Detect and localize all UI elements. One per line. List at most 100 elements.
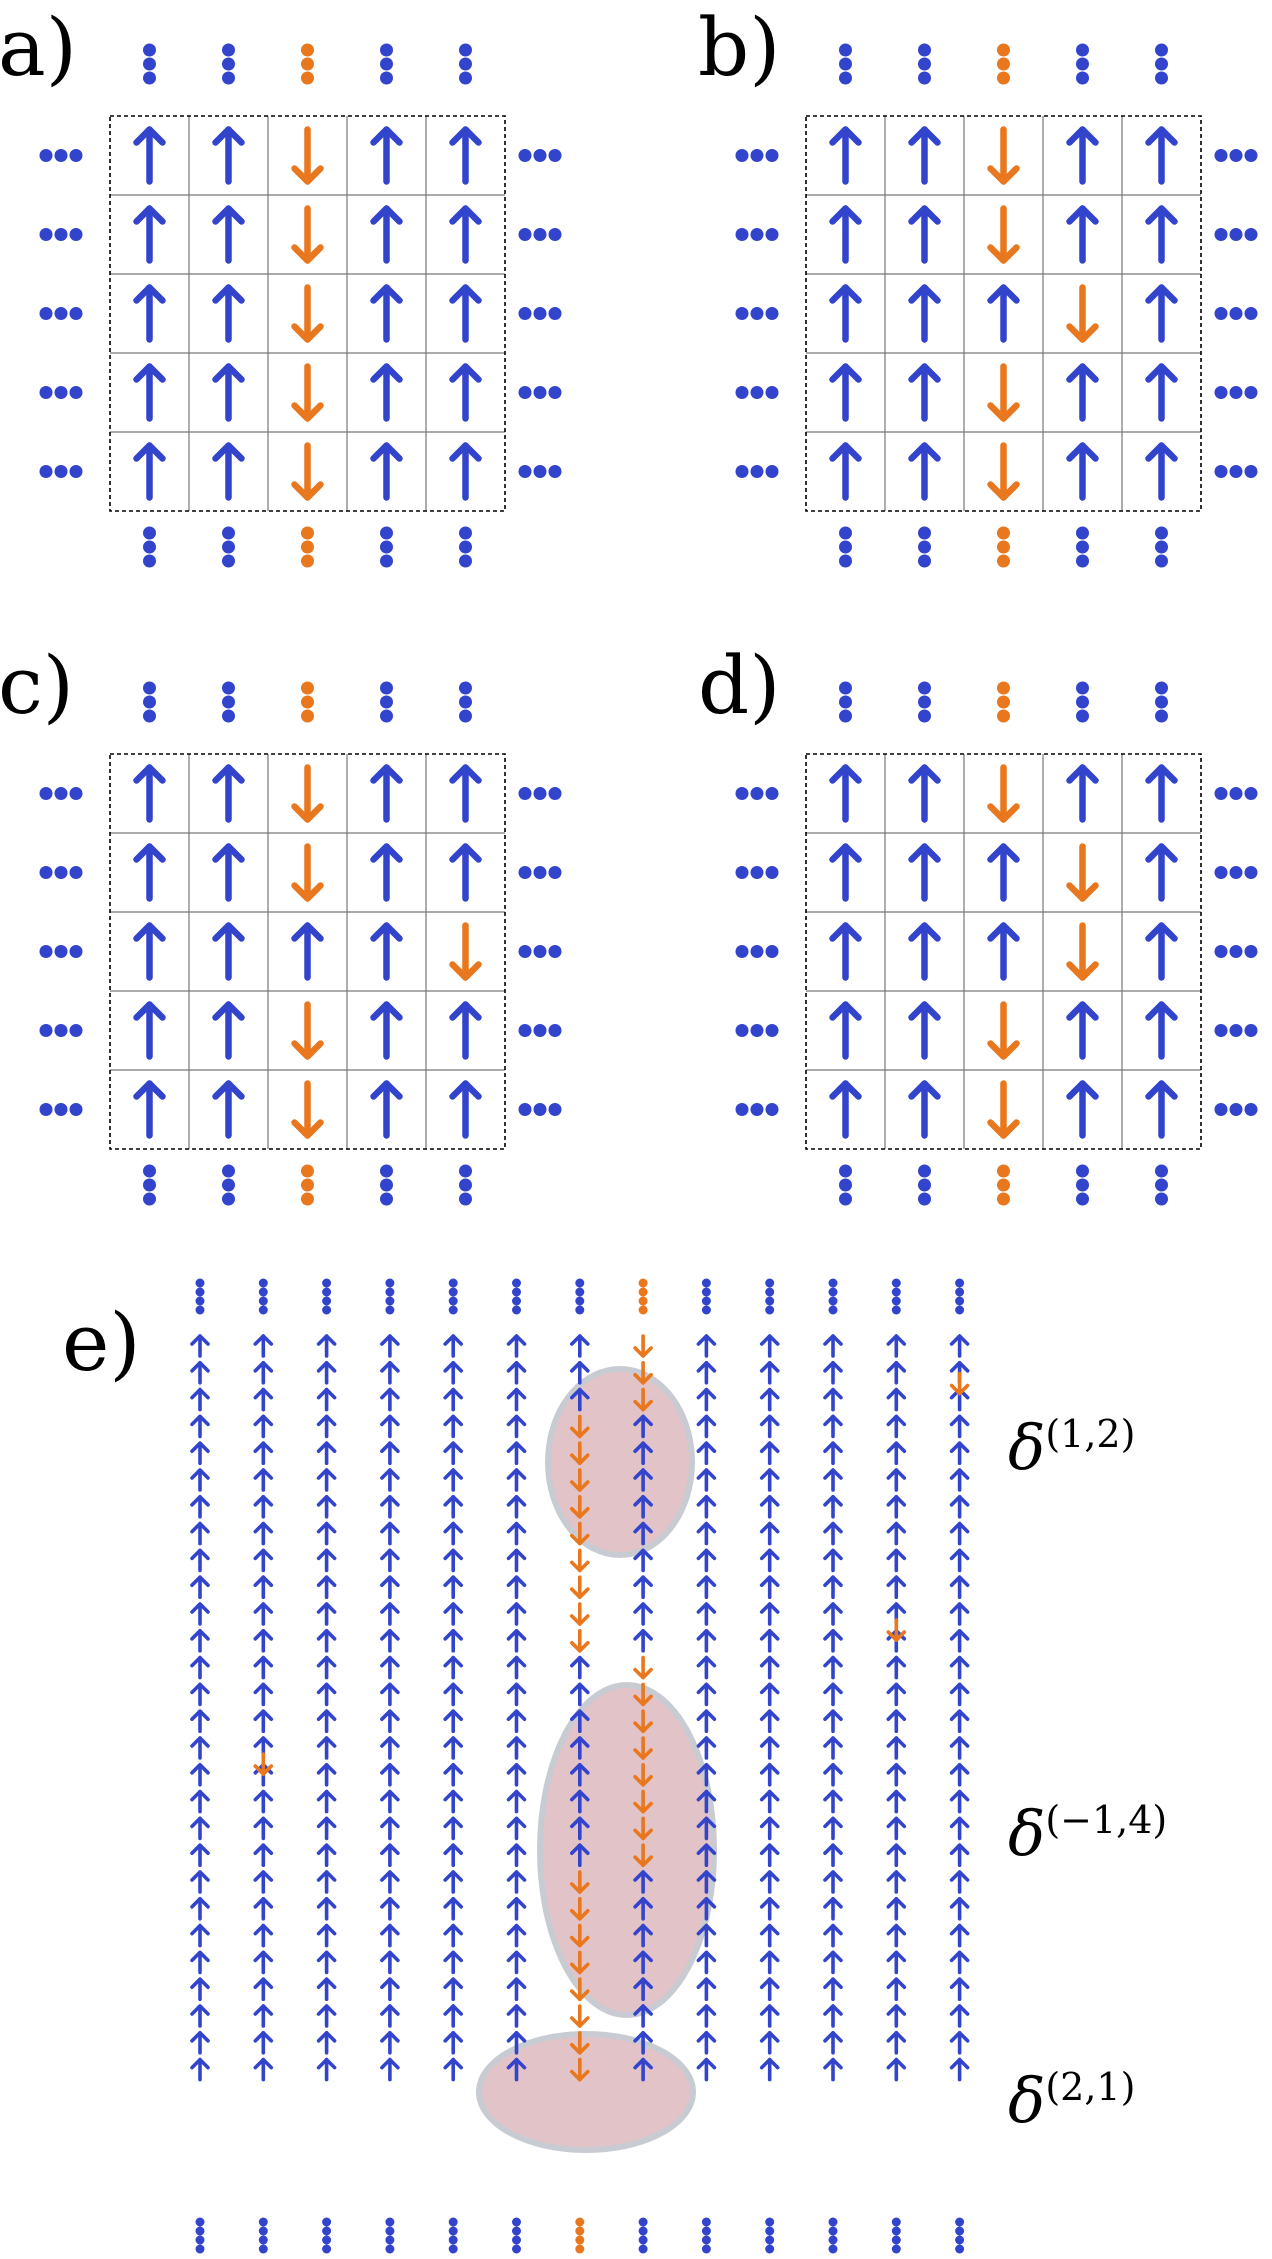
spin-up-arrow — [886, 1468, 907, 1492]
spin-up-arrow — [908, 126, 941, 185]
chain-continuation-dots — [258, 1278, 268, 1315]
spin-up-arrow — [949, 1763, 970, 1787]
spin-up-arrow — [506, 1495, 527, 1519]
spin-up-arrow — [949, 1843, 970, 1867]
periodic-continuation-dots — [518, 866, 562, 879]
periodic-continuation-dots — [918, 526, 931, 568]
spin-up-arrow — [370, 764, 403, 823]
spin-up-arrow — [190, 1950, 210, 1975]
spin-up-arrow — [908, 284, 941, 343]
periodic-continuation-dots — [301, 1164, 314, 1206]
spin-up-arrow — [759, 1334, 780, 1358]
spin-up-arrow — [886, 1843, 907, 1867]
periodic-continuation-dots — [735, 1024, 779, 1037]
spin-up-arrow — [759, 1655, 780, 1680]
periodic-continuation-dots — [997, 43, 1010, 85]
spin-up-arrow — [949, 1950, 970, 1975]
spin-up-arrow — [190, 1334, 210, 1358]
spin-up-arrow — [1066, 1001, 1099, 1060]
spin-up-arrow — [253, 1629, 274, 1653]
spin-up-arrow — [370, 843, 403, 902]
spin-up-arrow — [886, 2057, 907, 2082]
spin-up-arrow — [886, 1655, 907, 1680]
spin-up-arrow — [212, 1001, 245, 1060]
spin-up-arrow — [253, 1843, 274, 1867]
spin-up-arrow — [696, 1414, 717, 1439]
chain-continuation-dots — [638, 1278, 648, 1315]
spin-up-arrow — [506, 1334, 527, 1358]
spin-up-arrow — [949, 1468, 970, 1492]
spin-down-arrow — [633, 1843, 653, 1867]
spin-up-arrow — [759, 1763, 780, 1787]
spin-up-arrow — [886, 1923, 907, 1948]
spin-down-arrow — [569, 2031, 590, 2055]
spin-up-arrow — [823, 1709, 843, 1733]
spin-up-arrow — [696, 1441, 717, 1465]
spin-up-arrow — [949, 1923, 970, 1948]
spin-up-arrow — [696, 2004, 717, 2028]
spin-up-arrow — [449, 442, 482, 501]
spin-up-arrow — [190, 1870, 210, 1894]
spin-down-arrow — [633, 1763, 653, 1787]
spin-up-arrow — [253, 2031, 274, 2055]
periodic-continuation-dots — [380, 43, 393, 85]
spin-up-arrow — [380, 1441, 400, 1465]
periodic-continuation-dots — [1076, 1164, 1089, 1206]
spin-down-arrow — [291, 442, 324, 501]
spin-up-arrow — [253, 1950, 274, 1975]
spin-down-arrow — [569, 1629, 590, 1653]
spin-up-arrow — [696, 1387, 717, 1412]
spin-up-arrow — [569, 1843, 590, 1867]
spin-up-arrow — [380, 1736, 400, 1760]
spin-up-arrow — [370, 284, 403, 343]
spin-down-arrow — [633, 1655, 653, 1680]
spin-up-arrow — [190, 1709, 210, 1733]
spin-up-arrow — [506, 1629, 527, 1653]
spin-down-arrow — [291, 764, 324, 823]
spin-up-arrow — [380, 1870, 400, 1894]
periodic-continuation-dots — [735, 945, 779, 958]
spin-up-arrow — [506, 1655, 527, 1680]
spin-up-arrow — [253, 1977, 274, 2001]
panel-label-e: e) — [62, 1296, 141, 1389]
spin-up-arrow — [696, 1736, 717, 1760]
spin-down-arrow — [569, 1441, 590, 1465]
periodic-continuation-dots — [39, 465, 83, 478]
periodic-continuation-dots — [735, 1103, 779, 1116]
spin-up-arrow — [823, 1897, 843, 1921]
spin-up-arrow — [212, 1080, 245, 1139]
spin-up-arrow — [886, 1495, 907, 1519]
periodic-continuation-dots — [839, 526, 852, 568]
spin-down-arrow — [569, 1414, 590, 1439]
spin-up-arrow — [316, 1361, 337, 1385]
spin-down-arrow — [569, 1602, 590, 1626]
spin-up-arrow — [949, 1682, 970, 1707]
spin-up-arrow — [696, 2057, 717, 2082]
chain-continuation-dots — [322, 1278, 332, 1315]
panel-label-d: d) — [698, 639, 780, 732]
spin-up-arrow — [949, 1789, 970, 1814]
spin-up-arrow — [633, 1575, 653, 1599]
spin-up-arrow — [380, 1629, 400, 1653]
defect-ellipses — [476, 1366, 717, 2153]
spin-up-arrow — [506, 1789, 527, 1814]
periodic-continuation-dots — [518, 1103, 562, 1116]
spin-up-arrow — [949, 2057, 970, 2082]
spin-up-arrow — [253, 1495, 274, 1519]
periodic-continuation-dots — [918, 1164, 931, 1206]
spin-up-arrow — [1066, 126, 1099, 185]
spin-up-arrow — [443, 1361, 464, 1385]
spin-up-arrow — [443, 1495, 464, 1519]
spin-up-arrow — [829, 764, 862, 823]
spin-up-arrow — [190, 1736, 210, 1760]
panel-label-b: b) — [698, 1, 780, 94]
spin-up-arrow — [253, 1387, 274, 1412]
spin-up-arrow — [443, 1548, 464, 1573]
spin-up-arrow — [823, 1843, 843, 1867]
periodic-continuation-dots — [518, 307, 562, 320]
spin-up-arrow — [212, 363, 245, 422]
spin-down-arrow — [291, 205, 324, 264]
spin-up-arrow — [949, 1441, 970, 1465]
periodic-continuation-dots — [39, 149, 83, 162]
spin-up-arrow — [823, 1334, 843, 1358]
